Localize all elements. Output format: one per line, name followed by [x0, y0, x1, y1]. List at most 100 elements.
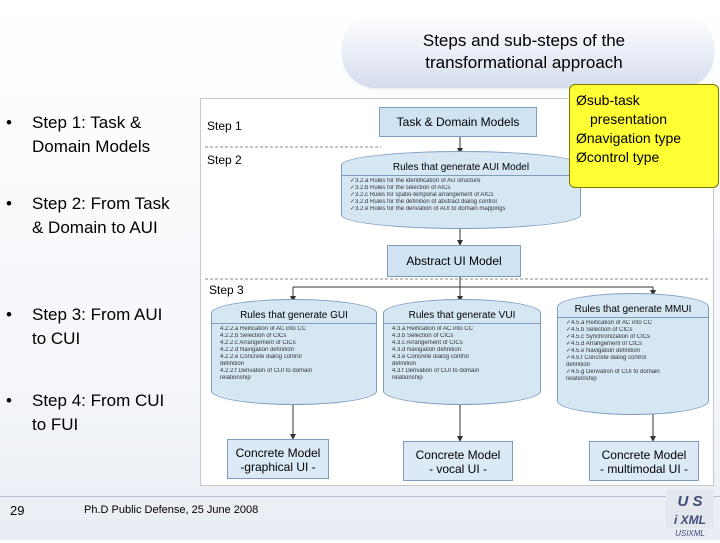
- arrow-bullet-icon: Ø: [576, 130, 587, 146]
- usixml-logo-caption: USIXML: [675, 529, 705, 538]
- callout-item-text: sub-task: [586, 92, 640, 108]
- task-domain-models-box: Task & Domain Models: [379, 107, 537, 137]
- concrete-model-vui-line2: - vocal UI -: [428, 462, 487, 476]
- rule-line: relationship: [220, 375, 251, 381]
- gui-rules-title: Rules that generate GUI: [212, 310, 376, 324]
- callout-item-text: navigation type: [586, 130, 682, 146]
- gui-rules-cylinder: Rules that generate GUI 4.2.2.a Reificat…: [211, 299, 377, 405]
- rule-line: 4.2.2.d Navigation definition: [220, 347, 295, 353]
- rule-line: ✓4.5.c Synchronization of CICs: [566, 334, 651, 340]
- slide-title-line2: transformational approach: [425, 53, 623, 72]
- rule-line: ✓4.5.e Navigation definition: [566, 348, 641, 354]
- bullet-dot: •: [6, 113, 12, 132]
- rule-line: ✓4.5.g Derivation of CUI to domain: [566, 369, 660, 375]
- bullet-line: Step 4: From CUI: [32, 391, 165, 410]
- mmui-rules-list: ✓4.5.a Reification of AC into CC ✓4.5.b …: [558, 318, 708, 385]
- callout-item-control: Øcontrol type: [576, 148, 712, 167]
- bullet-line: & Domain to AUI: [32, 218, 158, 237]
- bullet-step2: • Step 2: From Task & Domain to AUI: [6, 192, 196, 244]
- transformation-diagram: Step 1 Step 2 Step 3 Task & Domain Model…: [200, 98, 714, 486]
- rule-line: ✓3.2.a Rules for the identification of A…: [350, 178, 481, 184]
- bullet-text: Step 3: From AUI to CUI: [32, 303, 202, 351]
- concrete-model-mmui-line2: - multimodal UI -: [599, 462, 688, 476]
- bullet-line: Step 1: Task &: [32, 113, 142, 132]
- rule-line: ✓3.2.e Rules for the derivation of AUI t…: [350, 206, 506, 212]
- vui-rules-title: Rules that generate VUI: [384, 310, 540, 324]
- diagram-connectors: [205, 136, 709, 442]
- rule-line: ✓4.5.d Arrangement of CICs: [566, 341, 643, 347]
- concrete-model-gui-line2: -graphical UI -: [240, 460, 316, 474]
- callout-item-text: control type: [586, 149, 660, 165]
- bullet-text: Step 4: From CUI to FUI: [32, 389, 202, 437]
- callout-item-navigation: Ønavigation type: [576, 129, 712, 148]
- arrow-bullet-icon: Ø: [576, 92, 587, 108]
- rule-line: ✓3.2.d Rules for the definition of abstr…: [350, 199, 497, 205]
- rule-line: 4.3.b Selection of CICs: [392, 333, 454, 339]
- aui-rules-list: ✓3.2.a Rules for the identification of A…: [342, 176, 580, 215]
- bullet-line: Step 3: From AUI: [32, 305, 163, 324]
- rule-line: 4.3.f Derivation of CUI to domain: [392, 368, 480, 374]
- rule-line: 4.2.2.c Arrangement of CICs: [220, 340, 296, 346]
- abstract-ui-model-box: Abstract UI Model: [387, 245, 521, 277]
- mmui-rules-cylinder: Rules that generate MMUI ✓4.5.a Reificat…: [557, 293, 709, 415]
- concrete-model-mmui-line1: Concrete Model: [601, 448, 687, 462]
- concrete-model-vui-box: Concrete Model - vocal UI -: [403, 441, 513, 481]
- step3-label: Step 3: [209, 283, 244, 297]
- rule-line: 4.3.c Arrangement of CICs: [392, 340, 463, 346]
- usixml-logo: U S i XML USIXML: [664, 488, 716, 538]
- bullet-line: to FUI: [32, 415, 79, 434]
- footer-text: Ph.D Public Defense, 25 June 2008: [84, 504, 259, 516]
- mmui-rules-title: Rules that generate MMUI: [558, 304, 708, 318]
- rule-line: ✓4.5.f Concrete dialog control: [566, 355, 647, 361]
- rule-line: 4.3.a Reification of AC into CC: [392, 326, 474, 332]
- bullet-dot: •: [6, 305, 12, 324]
- bullet-step1: • Step 1: Task & Domain Models: [6, 111, 196, 163]
- concrete-model-gui-box: Concrete Model -graphical UI -: [227, 439, 329, 479]
- bullet-text: Step 2: From Task & Domain to AUI: [32, 192, 202, 240]
- rule-line: 4.3.e Concrete dialog control: [392, 354, 469, 360]
- slide-title-line1: Steps and sub-steps of the: [422, 31, 626, 50]
- title-background: [342, 14, 714, 88]
- bullet-dot: •: [6, 194, 12, 213]
- footer-divider: [0, 496, 720, 497]
- concrete-model-gui-line1: Concrete Model: [235, 446, 321, 460]
- arrow-bullet-icon: Ø: [576, 149, 587, 165]
- rule-line: 4.2.2.f Derivation of CUI to domain: [220, 368, 313, 374]
- aui-rules-cylinder: Rules that generate AUI Model ✓3.2.a Rul…: [341, 151, 581, 229]
- rule-line: 4.2.2.e Concrete dialog control: [220, 354, 302, 360]
- rule-line: 4.2.2.a Reification of AC into CC: [220, 326, 307, 332]
- callout-item-subtask: Øsub-task: [576, 91, 712, 110]
- rule-line: definition: [392, 361, 417, 367]
- step1-label: Step 1: [207, 119, 242, 133]
- vui-rules-cylinder: Rules that generate VUI 4.3.a Reificatio…: [383, 299, 541, 405]
- rule-line: definition: [220, 361, 245, 367]
- rule-line: 4.2.2.b Selection of CICs: [220, 333, 287, 339]
- bullet-line: Domain Models: [32, 137, 151, 156]
- rule-line: relationship: [392, 375, 423, 381]
- rule-line: ✓3.2.b Rules for the selection of AICs: [350, 185, 451, 191]
- slide-title: Steps and sub-steps of the transformatio…: [342, 30, 706, 74]
- rule-line: ✓4.5.a Reification of AC into CC: [566, 320, 653, 326]
- rule-line: 4.3.d Navigation definition: [392, 347, 462, 353]
- step2-label: Step 2: [207, 153, 242, 167]
- concrete-model-mmui-box: Concrete Model - multimodal UI -: [589, 441, 699, 481]
- rule-line: definition: [566, 362, 591, 368]
- usixml-logo-line1: U S: [677, 493, 702, 510]
- rule-line: ✓4.5.b Selection of CICs: [566, 327, 633, 333]
- gui-rules-list: 4.2.2.a Reification of AC into CC 4.2.2.…: [212, 324, 376, 384]
- page-number: 29: [10, 503, 25, 518]
- usixml-logo-graphic: U S i XML USIXML: [666, 490, 714, 538]
- bullet-line: to CUI: [32, 329, 81, 348]
- callout-item-presentation: presentation: [576, 110, 712, 129]
- bullet-dot: •: [6, 391, 12, 410]
- usixml-logo-line2: i XML: [674, 513, 706, 527]
- subtask-callout: Øsub-task presentation Ønavigation type …: [569, 84, 719, 188]
- rule-line: ✓3.2.c Rules for spatio-temporal arrange…: [350, 192, 494, 198]
- rule-line: relationship: [566, 376, 597, 382]
- bullet-line: Step 2: From Task: [32, 194, 170, 213]
- bullet-step3: • Step 3: From AUI to CUI: [6, 303, 196, 355]
- vui-rules-list: 4.3.a Reification of AC into CC 4.3.b Se…: [384, 324, 540, 384]
- concrete-model-vui-line1: Concrete Model: [415, 448, 501, 462]
- callout-item-text: presentation: [590, 111, 668, 127]
- aui-rules-title: Rules that generate AUI Model: [342, 162, 580, 176]
